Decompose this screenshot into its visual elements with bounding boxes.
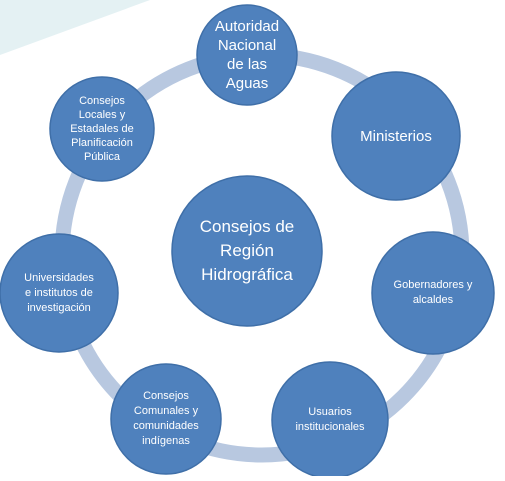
node-universidades-label: Universidades e institutos de investigac… bbox=[24, 271, 94, 314]
node-autoridad-nacional bbox=[196, 4, 298, 106]
node-usuarios-label: Usuarios institucionales bbox=[295, 406, 365, 433]
node-gobernadores-label: Gobernadores y alcaldes bbox=[393, 279, 473, 306]
node-gobernadores bbox=[371, 231, 495, 355]
center-node-label: Consejos de Región Hidrográfica bbox=[199, 217, 295, 284]
node-universidades bbox=[0, 233, 119, 353]
node-consejos-locales bbox=[49, 76, 155, 182]
node-ministerios bbox=[331, 71, 461, 201]
corner-accent bbox=[0, 0, 150, 55]
node-consejos-comunales bbox=[110, 363, 222, 475]
node-autoridad-nacional-label: Autoridad Nacional de las Aguas bbox=[214, 18, 280, 92]
center-node bbox=[171, 175, 323, 327]
node-consejos-locales-label: Consejos Locales y Estadales de Planific… bbox=[70, 95, 134, 163]
node-ministerios-label: Ministerios bbox=[360, 127, 432, 145]
node-consejos-comunales-label: Consejos Comunales y comunidades indígen… bbox=[133, 390, 199, 447]
